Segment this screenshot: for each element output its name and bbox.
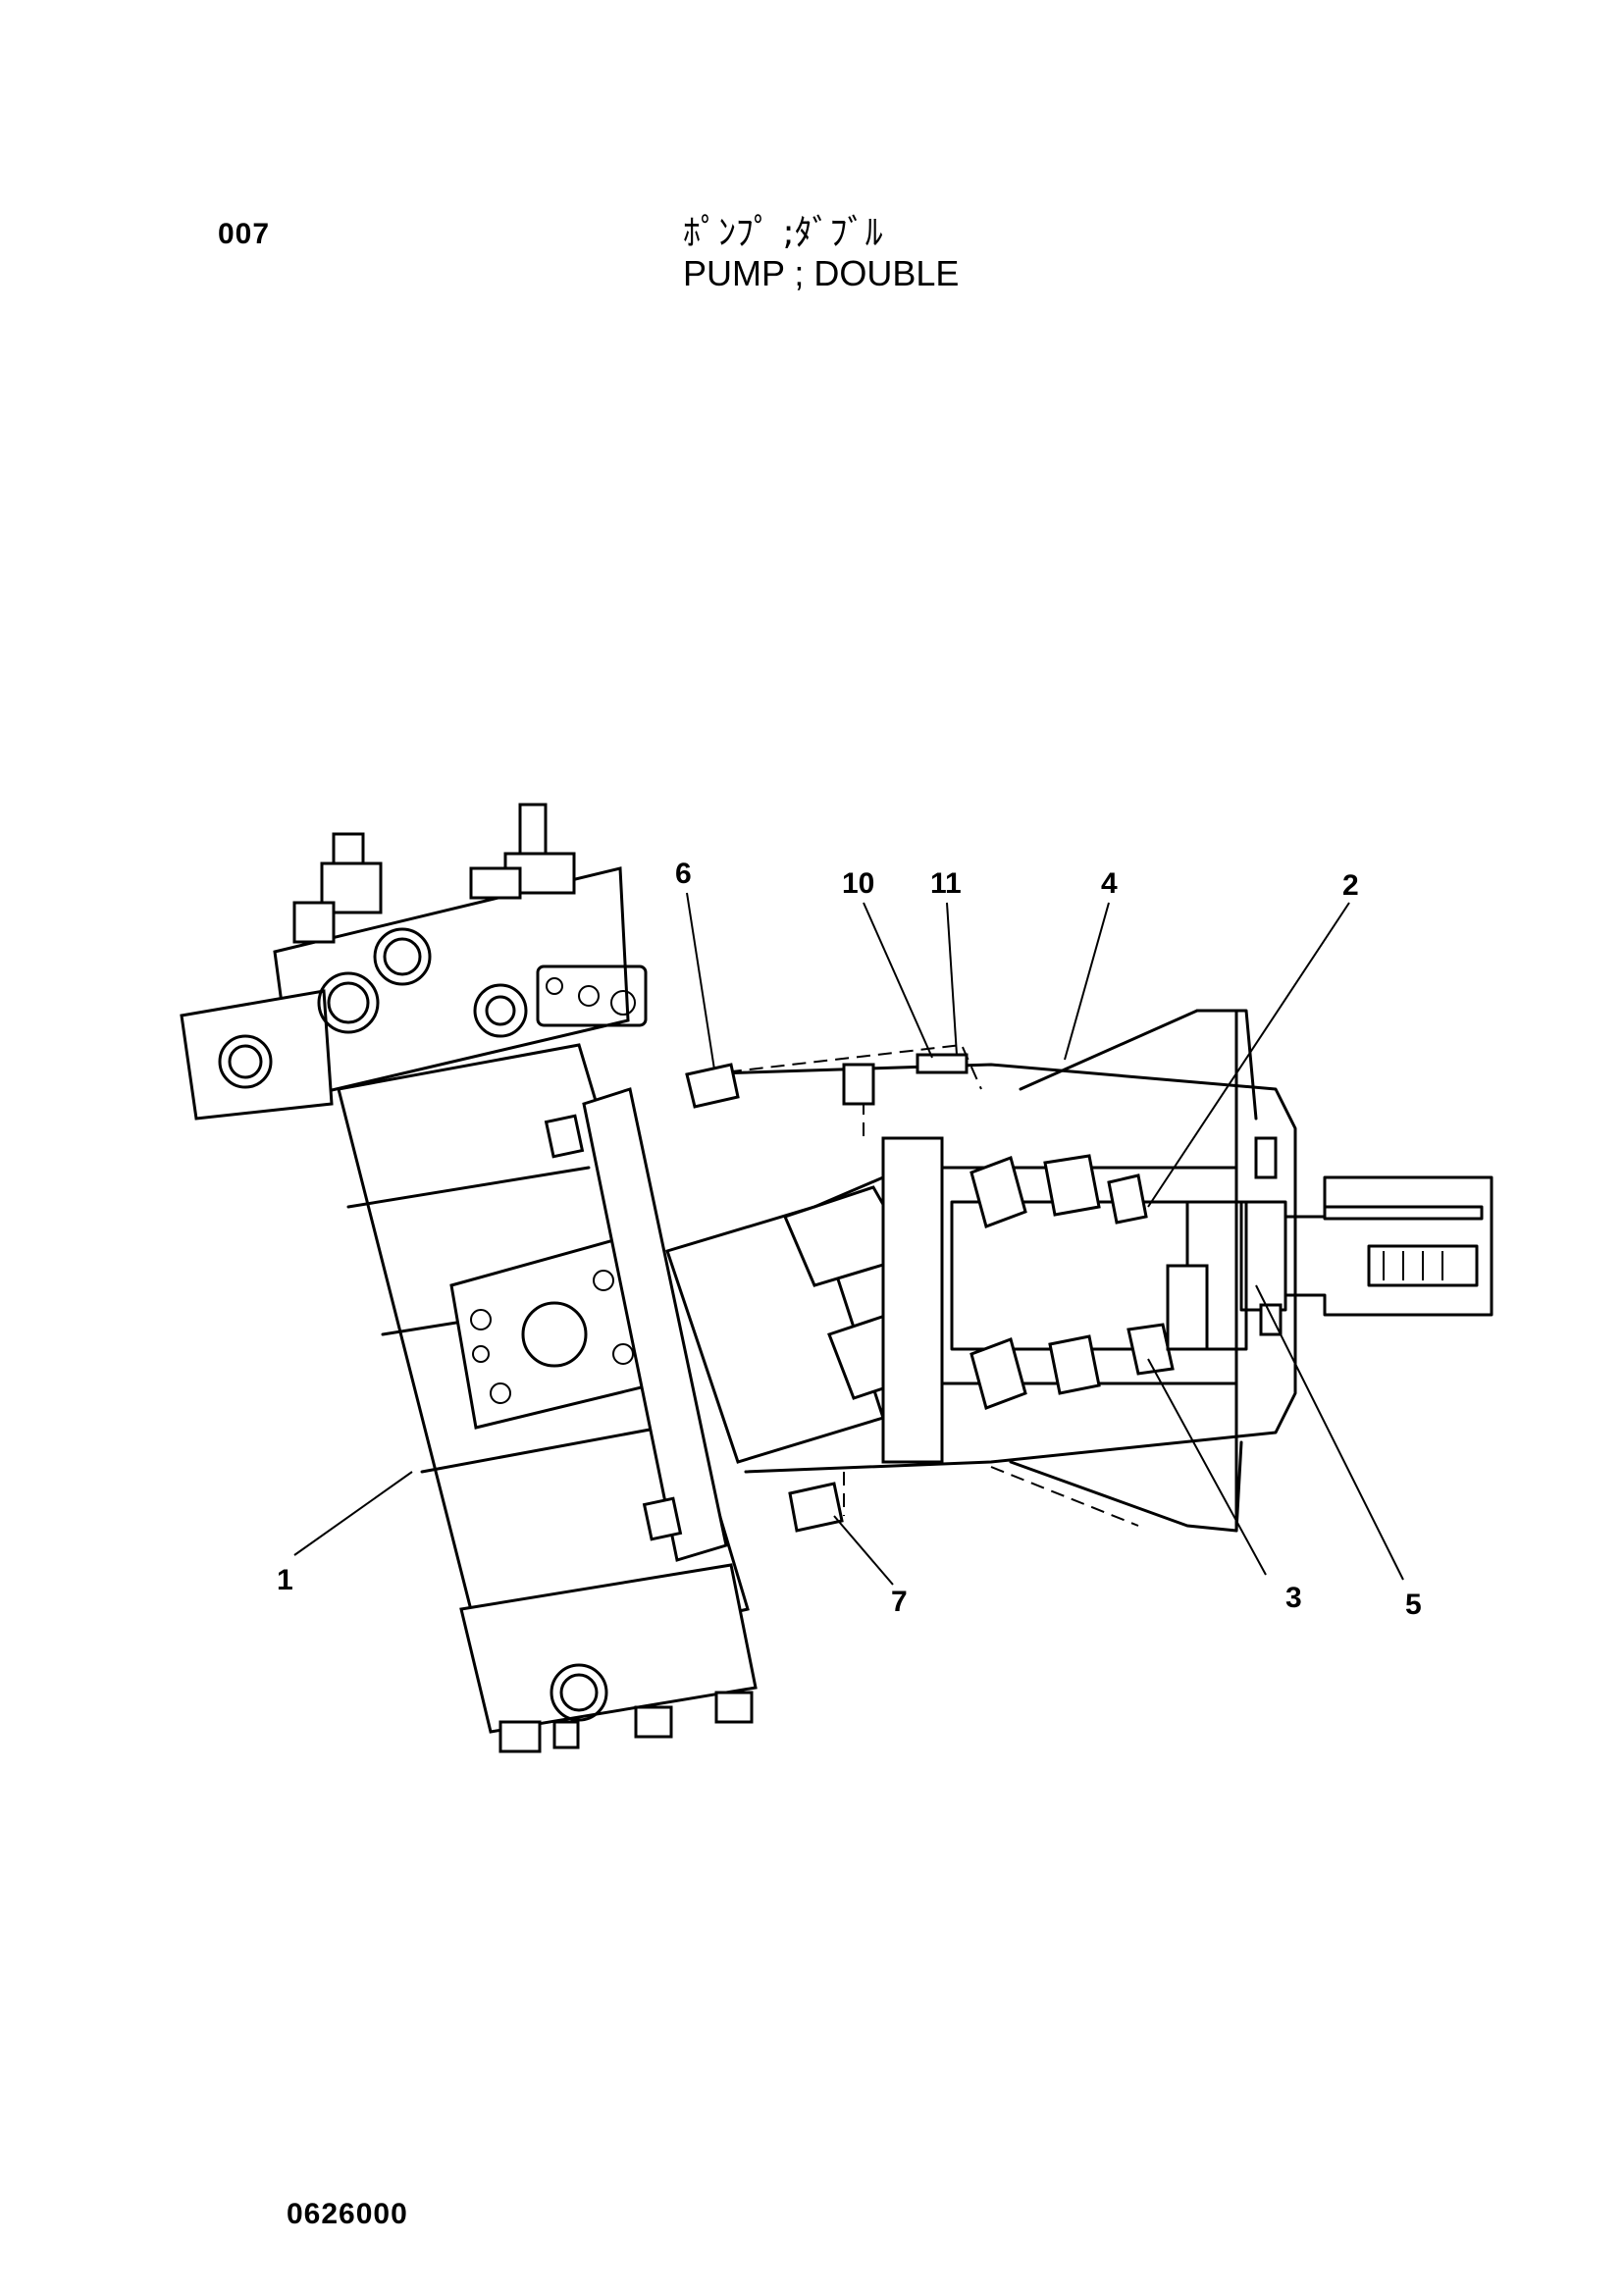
- callout-10: 10: [842, 867, 874, 900]
- cylinder-block: [665, 1175, 916, 1464]
- callout-11: 11: [930, 867, 962, 900]
- callout-4: 4: [1101, 867, 1118, 900]
- drive-shaft: [1239, 1136, 1493, 1336]
- page-number: 007: [218, 218, 271, 250]
- side-plate: [544, 1087, 728, 1562]
- title-japanese: ﾎﾟﾝﾌﾟ ;ﾀﾞﾌﾞﾙ: [683, 213, 883, 253]
- callout-numbers: 1 2 3 4 5 6 7 10 11: [277, 858, 1422, 1621]
- control-valve-block: [180, 803, 648, 1121]
- callout-3: 3: [1285, 1582, 1302, 1614]
- callout-1: 1: [277, 1564, 293, 1596]
- callout-5: 5: [1405, 1589, 1422, 1621]
- drawing-number: 0626000: [287, 2198, 408, 2230]
- callout-2: 2: [1342, 869, 1359, 902]
- callout-7: 7: [891, 1586, 908, 1618]
- leader-lines: [293, 892, 1404, 1586]
- callout-6: 6: [675, 858, 692, 890]
- plugs-and-fittings: [685, 1053, 969, 1533]
- bearing-housing: [685, 1009, 1297, 1533]
- title-english: PUMP ; DOUBLE: [683, 253, 960, 293]
